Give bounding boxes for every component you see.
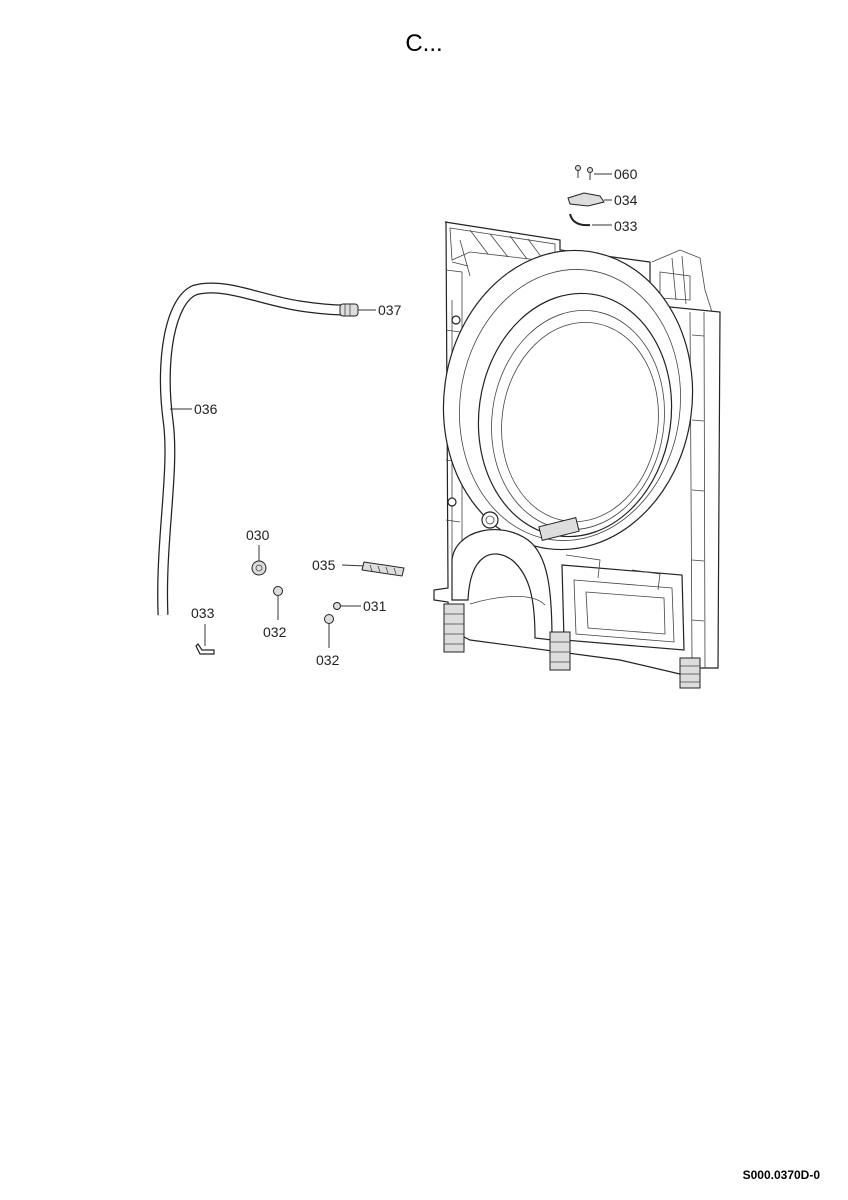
- callout-060: 060: [614, 166, 638, 182]
- part-031-washer: 031: [333, 598, 387, 614]
- callout-031: 031: [363, 598, 387, 614]
- part-033-clip-top: 033: [569, 213, 638, 234]
- part-060-screws: 060: [575, 165, 638, 182]
- callout-036: 036: [194, 401, 218, 417]
- page-title: C...: [405, 30, 443, 57]
- callout-034: 034: [614, 192, 638, 208]
- callout-030: 030: [246, 527, 270, 543]
- part-035-pad: 035: [312, 557, 405, 577]
- panel-foot-right: [679, 657, 701, 689]
- part-034-cover: 034: [567, 192, 638, 208]
- front-panel-assembly: [433, 221, 721, 689]
- part-037-hose-end: 037: [339, 302, 402, 318]
- callout-032-left: 032: [263, 624, 287, 640]
- drawing-code: S000.0370D-0: [742, 1168, 820, 1182]
- part-033-clip-left: 033: [191, 605, 215, 655]
- callout-035: 035: [312, 557, 336, 573]
- panel-foot-left: [443, 603, 465, 653]
- part-036-hose: 036: [157, 282, 346, 616]
- part-030-grommet: 030: [246, 527, 270, 576]
- part-032-nut-mid: 032: [316, 614, 340, 668]
- panel-foot-middle: [549, 631, 571, 671]
- callout-037: 037: [378, 302, 402, 318]
- callout-032-mid: 032: [316, 652, 340, 668]
- callout-033-top: 033: [614, 218, 638, 234]
- callout-033-left: 033: [191, 605, 215, 621]
- part-032-nut-left: 032: [263, 586, 287, 640]
